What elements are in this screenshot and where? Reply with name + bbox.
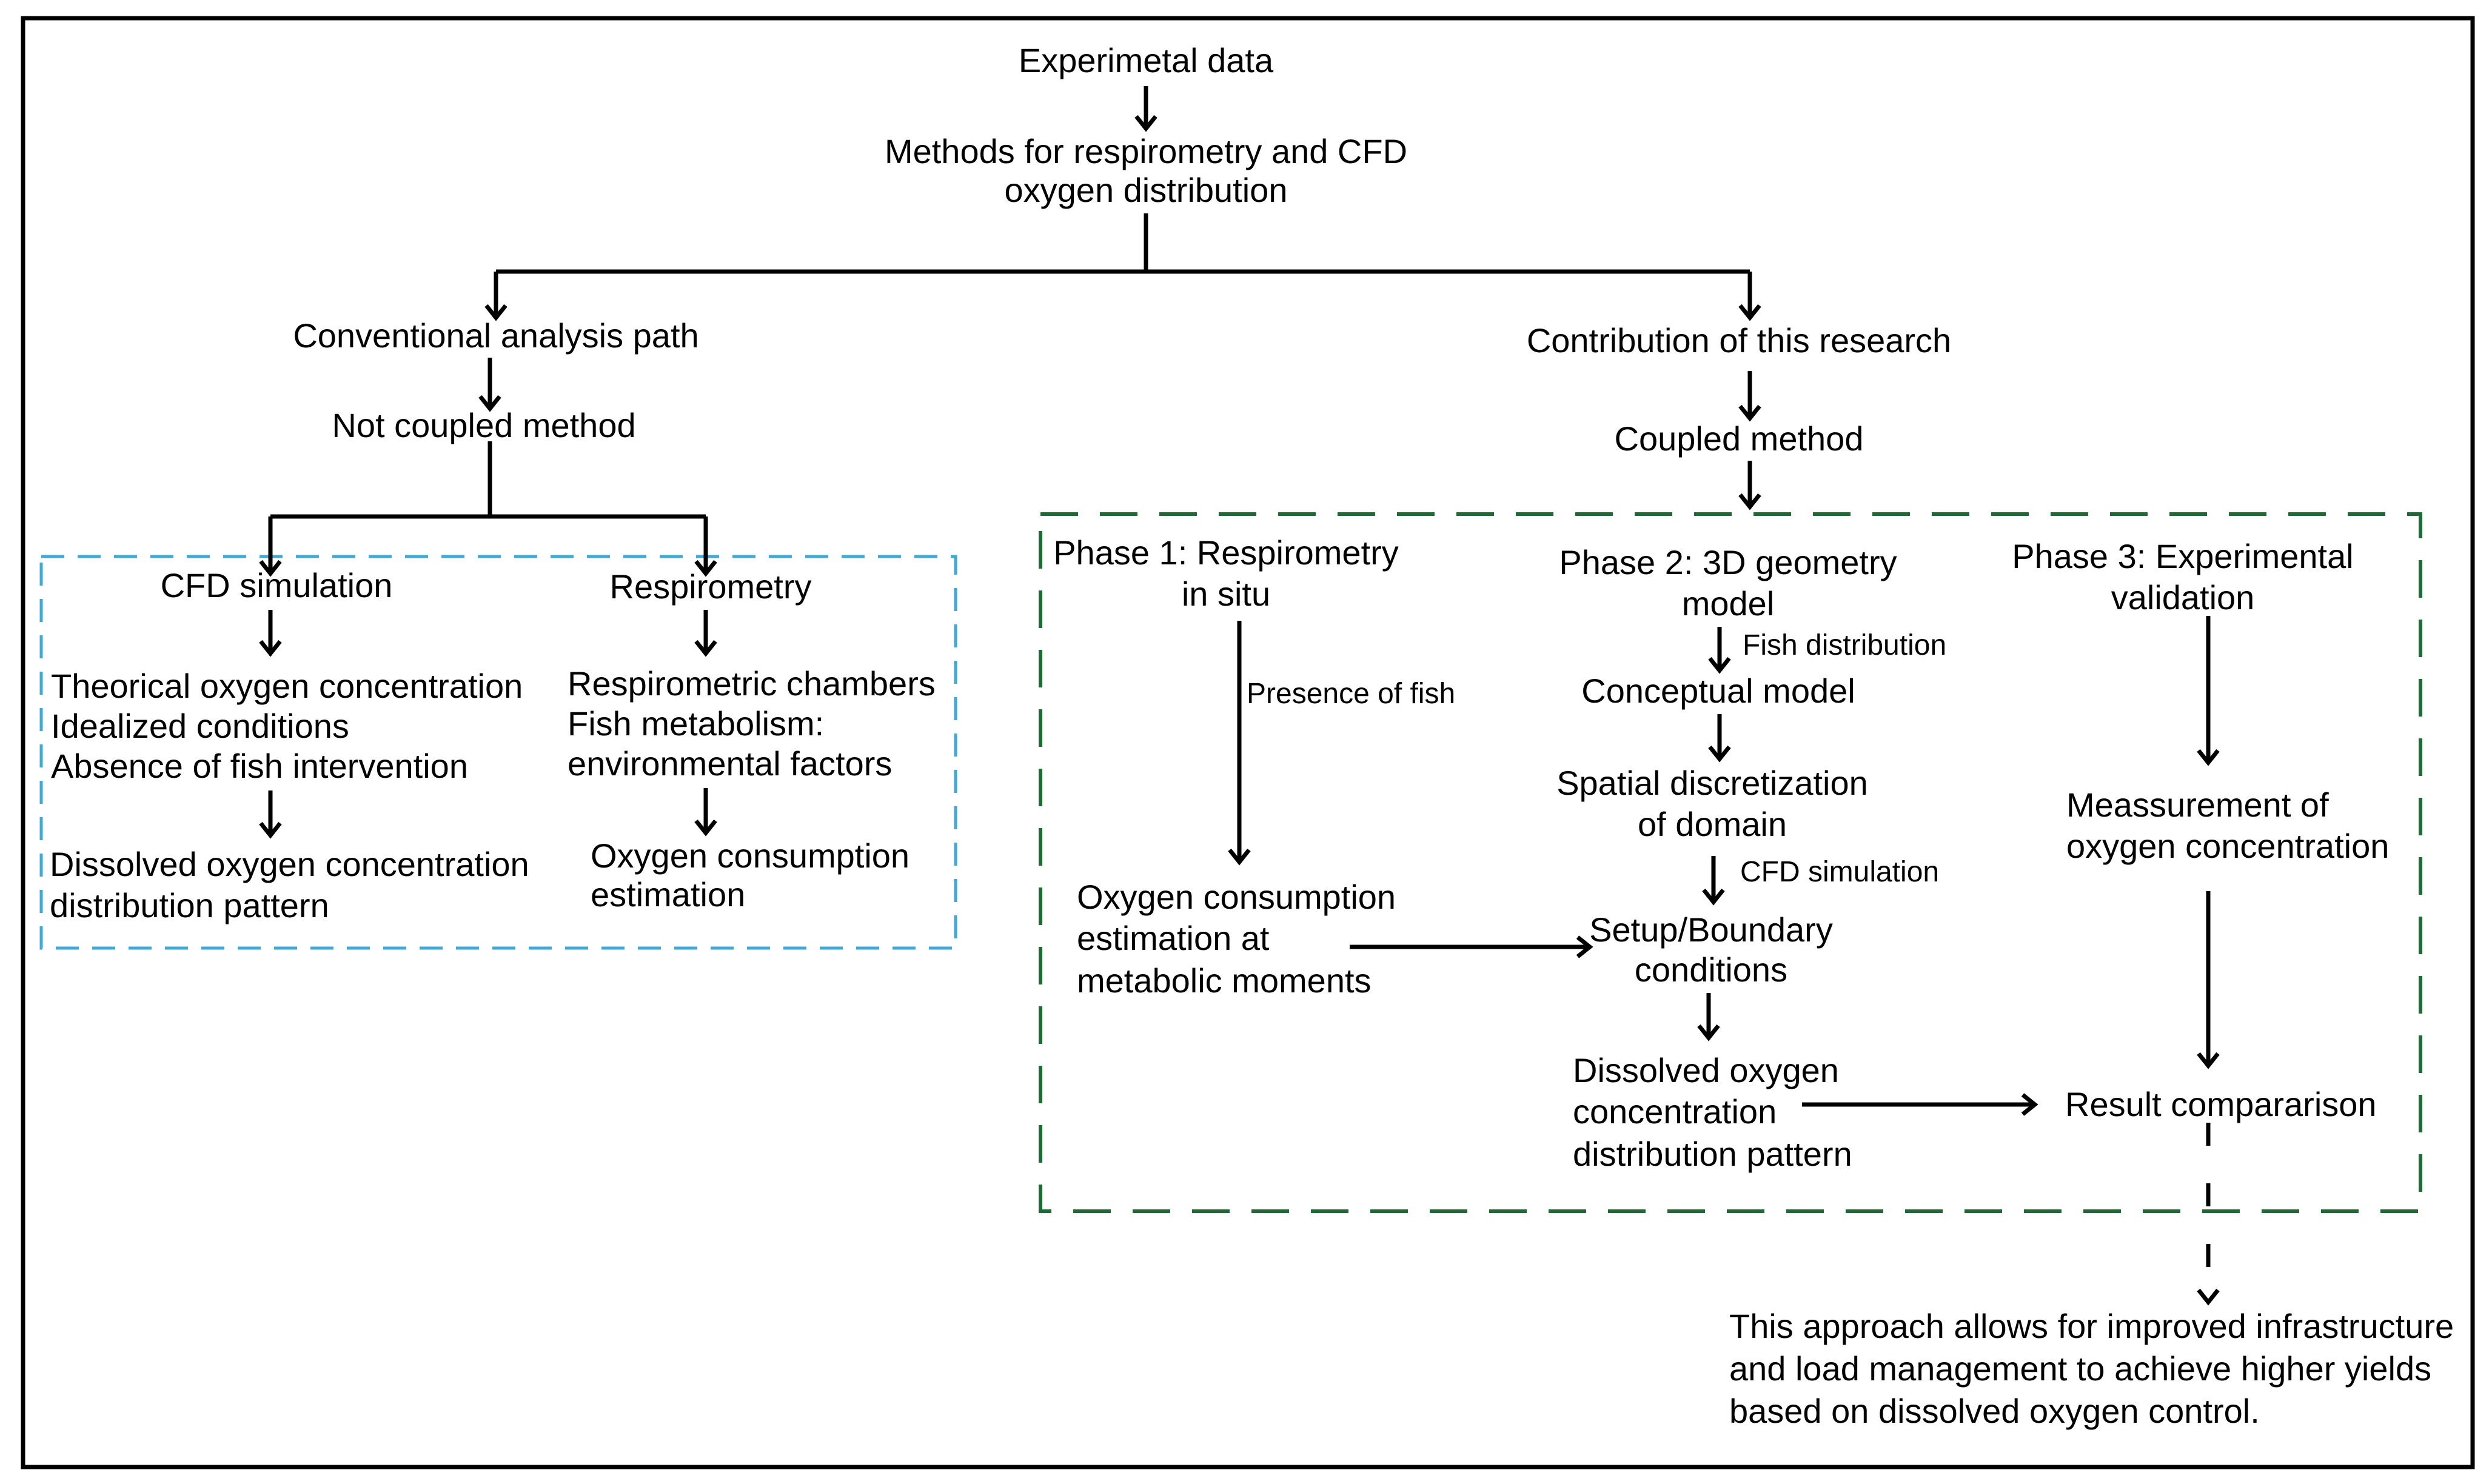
arrowhead-coupled-box [1738, 493, 1761, 510]
phase1-result-line3: metabolic moments [1077, 961, 1372, 1000]
phase2-title-line1: Phase 2: 3D geometry [1559, 543, 1897, 581]
arrowhead-conv-notcoupled [478, 395, 501, 412]
phase2-edge-label-2: CFD simulation [1740, 856, 1940, 888]
dissolved-line3: distribution pattern [1573, 1135, 1852, 1173]
arrowhead-to-resp [694, 560, 717, 577]
coupled-method-label: Coupled method [1614, 419, 1864, 458]
dissolved-line2: concentration [1573, 1092, 1777, 1131]
conclusion-line2: and load management to achieve higher yi… [1729, 1349, 2432, 1388]
measure-line2: oxygen concentration [2066, 827, 2390, 865]
methods-line1: Methods for respirometry and CFD [884, 132, 1408, 170]
connector-notcoupled-split [270, 441, 706, 519]
arrowhead-phase3-2 [2197, 1052, 2220, 1069]
outer-border [21, 16, 2475, 1469]
setup-line2: conditions [1634, 951, 1788, 989]
conceptual-model-label: Conceptual model [1581, 672, 1855, 710]
arrowhead-phase2-1 [1708, 657, 1731, 674]
arrowhead-cfd-2 [259, 821, 282, 839]
phase3-title-line1: Phase 3: Experimental [2012, 537, 2354, 575]
resp-result-line1: Oxygen consumption [591, 837, 910, 875]
phase1-result-line1: Oxygen consumption [1077, 878, 1396, 916]
arrowhead-phase2-2 [1708, 745, 1731, 763]
cfd-simulation-title: CFD simulation [160, 566, 393, 604]
resp-item-2: Fish metabolism: [568, 704, 825, 743]
conventional-path-label: Conventional analysis path [293, 316, 699, 355]
resp-result-line2: estimation [591, 875, 746, 914]
respirometry-title: Respirometry [609, 567, 812, 606]
methods-line2: oxygen distribution [1004, 171, 1288, 209]
arrowhead-contrib-coupled [1738, 404, 1761, 422]
arrowhead-resp-1 [694, 640, 717, 657]
setup-line1: Setup/Boundary [1589, 911, 1833, 949]
resp-item-3: environmental factors [568, 744, 893, 783]
conclusion-line1: This approach allows for improved infras… [1729, 1307, 2454, 1345]
cfd-result-line2: distribution pattern [50, 886, 329, 924]
result-comparison-label: Result compararison [2065, 1085, 2377, 1123]
conventional-dashed-box [39, 555, 957, 950]
phase1-title-line1: Phase 1: Respirometry [1053, 533, 1399, 572]
connector-trunk [496, 213, 1750, 274]
spatial-line1: Spatial discretization [1556, 764, 1868, 802]
research-dashed-box [1039, 512, 2422, 1213]
arrowhead-phase2-3 [1702, 888, 1725, 906]
phase2-title-line2: model [1681, 584, 1775, 623]
phase3-title-line2: validation [2111, 578, 2255, 617]
arrowhead-top [1134, 115, 1157, 132]
arrowhead-resp-2 [694, 819, 717, 837]
resp-item-1: Respirometric chambers [568, 664, 936, 703]
arrowhead-right-branch [1738, 304, 1761, 321]
arrowhead-phase2-4 [1697, 1024, 1720, 1041]
conclusion-line3: based on dissolved oxygen control. [1729, 1392, 2260, 1430]
spatial-line2: of domain [1638, 805, 1787, 843]
contribution-label: Contribution of this research [1526, 321, 1952, 359]
arrowhead-phase3-1 [2197, 749, 2220, 766]
phase1-edge-label: Presence of fish [1247, 678, 1456, 710]
phase2-edge-label-1: Fish distribution [1743, 629, 1947, 661]
cfd-item-2: Idealized conditions [51, 707, 349, 745]
cfd-item-3: Absence of fish intervention [51, 747, 468, 785]
arrowhead-cfd-1 [259, 640, 282, 657]
dissolved-line1: Dissolved oxygen [1573, 1051, 1839, 1089]
experimental-data-label: Experimetal data [1018, 41, 1274, 79]
arrowhead-dissolved-comparison [2021, 1093, 2038, 1116]
cfd-result-line1: Dissolved oxygen concentration [50, 845, 529, 883]
arrowhead-phase1 [1228, 848, 1251, 866]
arrowhead-to-cfd [259, 560, 282, 577]
measure-line1: Meassurement of [2066, 786, 2329, 824]
cfd-item-1: Theorical oxygen concentration [51, 667, 523, 705]
arrowhead-left-branch [484, 304, 507, 321]
arrowhead-oxygen-setup [1576, 935, 1593, 958]
phase1-title-line2: in situ [1181, 575, 1271, 613]
phase1-result-line2: estimation at [1077, 919, 1270, 957]
arrowhead-comparison-conclusion [2197, 1288, 2220, 1306]
not-coupled-label: Not coupled method [332, 406, 636, 444]
